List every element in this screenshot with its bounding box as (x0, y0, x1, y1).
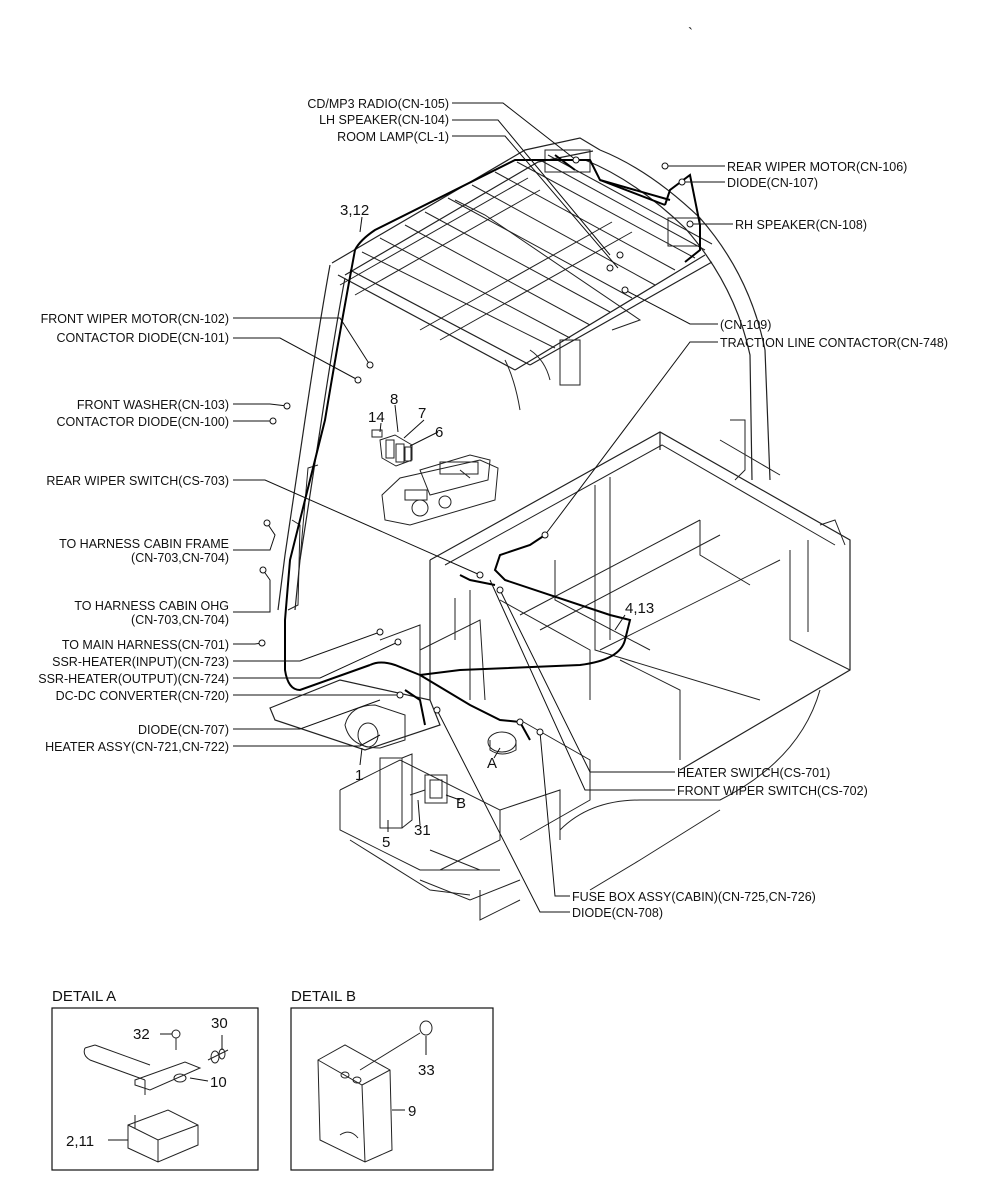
label-to-harness-cabin-frame-cn: (CN-703,CN-704) (131, 551, 229, 565)
front-pillar (277, 264, 346, 611)
fuse-box (409, 774, 448, 804)
connector-dot (366, 361, 374, 369)
part-numbers: 3,12 4,13 14 8 7 6 1 5 31 A B ` (340, 25, 693, 851)
detail-b-ssr (317, 1044, 393, 1163)
connector-dot (536, 728, 544, 736)
stray-tick: ` (688, 25, 693, 42)
detail-a-block (127, 1109, 199, 1163)
heater-switch-unit (487, 731, 517, 755)
part-number-4-13: 4,13 (625, 600, 654, 617)
label-diode-708: DIODE(CN-708) (572, 906, 663, 920)
label-cd-mp3-radio: CD/MP3 RADIO(CN-105) (307, 97, 449, 111)
label-contactor-diode-101: CONTACTOR DIODE(CN-101) (57, 331, 229, 345)
detail-b: DETAIL B 33 9 (290, 988, 494, 1171)
label-room-lamp: ROOM LAMP(CL-1) (337, 130, 449, 144)
label-front-washer: FRONT WASHER(CN-103) (77, 398, 229, 412)
detail-a-part-2-11: 2,11 (66, 1133, 94, 1150)
heater-assembly (344, 704, 413, 829)
label-lh-speaker: LH SPEAKER(CN-104) (319, 113, 449, 127)
part-number-31: 31 (414, 822, 431, 839)
part-number-8: 8 (390, 391, 398, 408)
part-number-6: 6 (435, 424, 443, 441)
base-frame (269, 679, 561, 921)
connector-dot (621, 286, 629, 294)
detail-b-title: DETAIL B (291, 988, 356, 1005)
detail-a-hardware (171, 1029, 229, 1064)
part-number-14: 14 (368, 409, 385, 426)
connector-dot (572, 156, 580, 164)
part-number-7: 7 (418, 405, 426, 422)
part-number-b: B (456, 795, 466, 812)
detail-a-part-10: 10 (210, 1074, 227, 1091)
connector-dot (269, 417, 277, 425)
detail-b-part-9: 9 (408, 1103, 416, 1120)
part-number-a: A (487, 755, 497, 772)
connector-dot (283, 402, 291, 410)
switch-pack (371, 429, 413, 467)
connector-dot (396, 691, 404, 699)
label-diode-107: DIODE(CN-107) (727, 176, 818, 190)
connector-dot (606, 264, 614, 272)
detail-a-frame (51, 1007, 259, 1171)
label-rh-speaker: RH SPEAKER(CN-108) (735, 218, 867, 232)
cabin-harness (284, 154, 701, 723)
detail-b-frame (290, 1007, 494, 1171)
connector-dot (541, 531, 549, 539)
detail-a-part-32: 32 (133, 1026, 150, 1043)
label-to-harness-cabin-ohg-cn: (CN-703,CN-704) (131, 613, 229, 627)
connector-dot (354, 376, 362, 384)
label-ssr-heater-input: SSR-HEATER(INPUT)(CN-723) (52, 655, 229, 669)
detail-a-title: DETAIL A (52, 988, 116, 1005)
chassis-harness (369, 534, 632, 741)
label-fuse-box-assy: FUSE BOX ASSY(CABIN)(CN-725,CN-726) (572, 890, 816, 904)
detail-a: DETAIL A 32 30 10 2,11 (51, 988, 259, 1171)
label-diode-707: DIODE(CN-707) (138, 723, 229, 737)
part-number-3-12: 3,12 (340, 202, 369, 219)
connector-dot (616, 251, 624, 259)
label-cn-109: (CN-109) (720, 318, 771, 332)
detail-b-part-33: 33 (418, 1062, 435, 1079)
label-traction-line-contactor: TRACTION LINE CONTACTOR(CN-748) (720, 336, 948, 350)
connector-dot (433, 706, 441, 714)
label-contactor-diode-100: CONTACTOR DIODE(CN-100) (57, 415, 229, 429)
connector-dot (476, 571, 484, 579)
connector-dot (496, 586, 504, 594)
chassis-frame (379, 431, 851, 891)
label-to-main-harness: TO MAIN HARNESS(CN-701) (62, 638, 229, 652)
connector-dot (258, 639, 266, 647)
connector-dot (678, 178, 686, 186)
label-dc-dc-converter: DC-DC CONVERTER(CN-720) (56, 689, 229, 703)
label-rear-wiper-motor: REAR WIPER MOTOR(CN-106) (727, 160, 907, 174)
callout-labels: CD/MP3 RADIO(CN-105) LH SPEAKER(CN-104) … (38, 97, 948, 920)
part-number-1: 1 (355, 767, 363, 784)
label-front-wiper-switch: FRONT WIPER SWITCH(CS-702) (677, 784, 868, 798)
label-to-harness-cabin-ohg: TO HARNESS CABIN OHG (74, 599, 229, 613)
connector-dot (263, 519, 271, 527)
connector-dot (516, 718, 524, 726)
connector-dot (376, 628, 384, 636)
detail-a-bracket (83, 1044, 202, 1095)
connector-markers (258, 156, 694, 736)
label-to-harness-cabin-frame: TO HARNESS CABIN FRAME (59, 537, 229, 551)
connector-dot (259, 566, 267, 574)
part-number-5: 5 (382, 834, 390, 851)
connector-dot (394, 638, 402, 646)
label-heater-switch: HEATER SWITCH(CS-701) (677, 766, 830, 780)
connector-dot (686, 220, 694, 228)
label-ssr-heater-output: SSR-HEATER(OUTPUT)(CN-724) (38, 672, 229, 686)
label-rear-wiper-switch: REAR WIPER SWITCH(CS-703) (46, 474, 229, 488)
detail-a-part-30: 30 (211, 1015, 228, 1032)
connector-dot (661, 162, 669, 170)
cabin-roof-frame (331, 137, 771, 481)
label-front-wiper-motor: FRONT WIPER MOTOR(CN-102) (41, 312, 229, 326)
label-heater-assy: HEATER ASSY(CN-721,CN-722) (45, 740, 229, 754)
dashboard-console (381, 454, 499, 526)
leader-lines (233, 102, 733, 913)
detail-b-screw (359, 1020, 433, 1071)
